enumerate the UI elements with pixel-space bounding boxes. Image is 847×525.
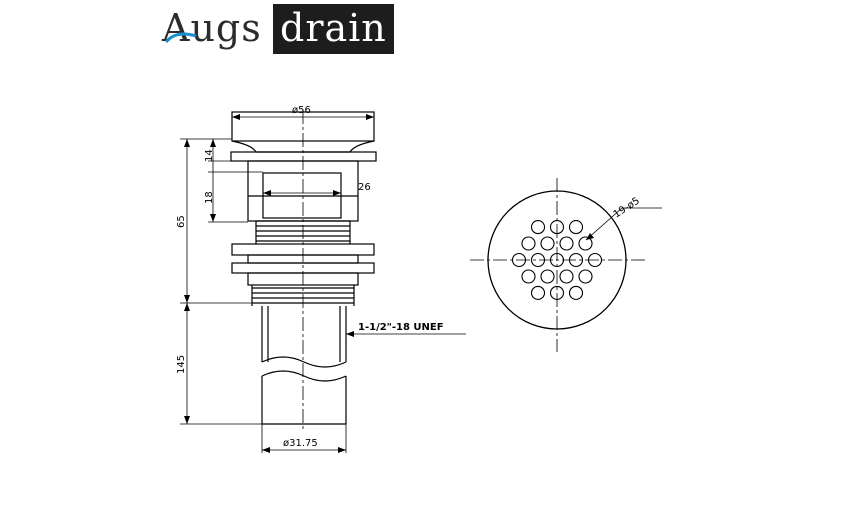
strainer-hole: [568, 252, 584, 268]
strainer-hole: [540, 269, 555, 284]
logo-swoosh: [164, 32, 197, 44]
dim-cap-height: 14: [204, 149, 215, 162]
dimension-lines: [180, 116, 466, 453]
break-line-bottom: [261, 370, 347, 382]
side-view: [230, 111, 377, 425]
strainer-hole: [549, 285, 565, 300]
strainer-top-view: 19-ø5: [470, 178, 662, 352]
strainer-hole: [559, 236, 574, 251]
dim-slot-height: 18: [204, 191, 215, 204]
strainer-hole: [559, 269, 574, 284]
strainer-hole: [549, 252, 565, 268]
strainer-hole: [568, 285, 584, 300]
strainer-holes: [511, 220, 603, 300]
strainer-hole: [521, 269, 536, 284]
strainer-hole: [549, 220, 565, 235]
brand-logo: Augs drain: [162, 4, 394, 54]
dim-slot-width: 26: [358, 182, 371, 193]
strainer-hole: [568, 220, 584, 235]
strainer-hole: [530, 220, 546, 235]
dim-thread: 1-1/2"-18 UNEF: [358, 322, 444, 333]
strainer-outline: [487, 190, 627, 330]
break-line-top: [261, 356, 347, 368]
strainer-hole: [521, 236, 536, 251]
dim-cap-diameter: ø56: [292, 105, 311, 116]
logo-dark-box: drain: [273, 4, 394, 54]
logo-text-drain: drain: [280, 6, 387, 50]
strainer-hole: [511, 252, 527, 268]
strainer-hole: [530, 285, 546, 300]
strainer-hole: [578, 236, 593, 251]
strainer-hole: [540, 236, 555, 251]
arrowheads: [184, 114, 594, 453]
strainer-hole: [578, 269, 593, 284]
cap-flange: [230, 151, 377, 162]
dim-tail-length: 145: [176, 355, 187, 374]
holes-leader: [585, 207, 623, 241]
strainer-hole: [587, 252, 603, 268]
dim-tail-diameter: ø31.75: [283, 438, 318, 449]
strainer-hole: [530, 252, 546, 268]
dim-overall-height: 65: [176, 215, 187, 228]
logo-text-augs: Augs: [162, 6, 262, 50]
